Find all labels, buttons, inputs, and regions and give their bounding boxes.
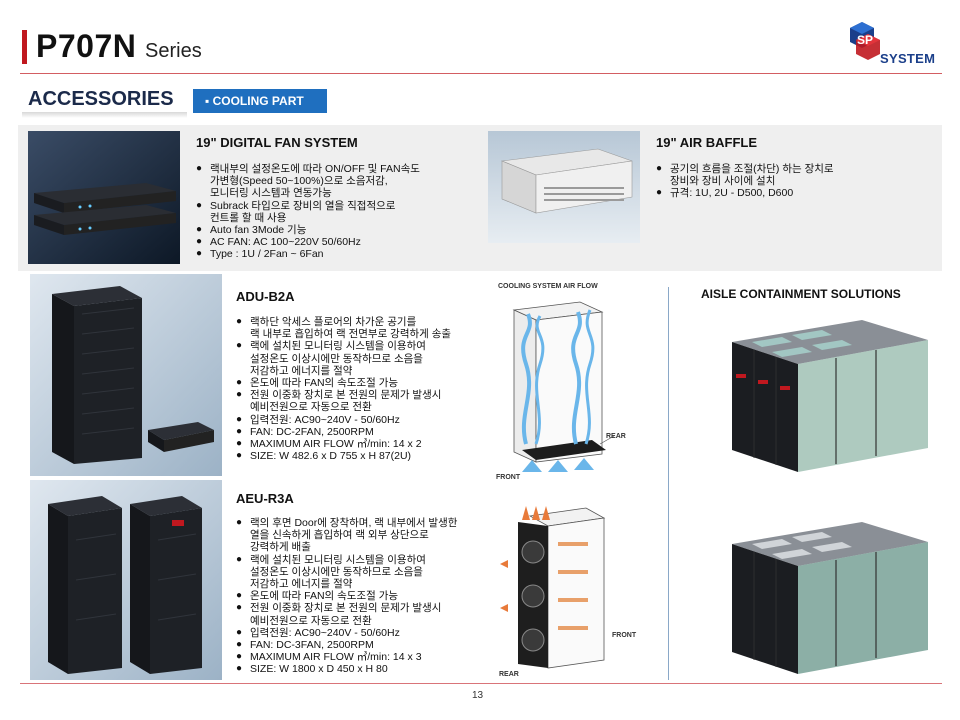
adu-b2a-bullets: 랙하단 악세스 플로어의 차가운 공기를 랙 내부로 흡입하여 랙 전면부로 강… bbox=[236, 316, 498, 463]
aeu-rear-label: REAR bbox=[499, 671, 519, 678]
page-title: P707N bbox=[36, 28, 137, 64]
list-item: SIZE: W 1800 x D 450 x H 80 bbox=[236, 663, 498, 675]
adu-front-label: FRONT bbox=[496, 474, 521, 481]
list-item: 온도에 따라 FAN의 속도조절 가능 bbox=[236, 590, 498, 602]
list-item: 예비전원으로 자동으로 전환 bbox=[250, 401, 372, 414]
page-subtitle: Series bbox=[145, 40, 202, 62]
list-item: 가변형(Speed 50~100%)으로 소음저감, bbox=[210, 175, 388, 188]
list-item: 강력하게 배출 bbox=[250, 541, 311, 554]
list-item: Auto fan 3Mode 기능 bbox=[196, 224, 486, 236]
list-item: 모니터링 시스템과 연동가능 bbox=[210, 187, 332, 200]
list-item: 입력전원: AC90~240V - 50/60Hz bbox=[236, 627, 498, 639]
list-item: AC FAN: AC 100~220V 50/60Hz bbox=[196, 236, 486, 248]
list-item: MAXIMUM AIR FLOW ㎥/min: 14 x 3 bbox=[236, 651, 498, 663]
fan-system-title: 19" DIGITAL FAN SYSTEM bbox=[196, 135, 358, 150]
aeu-airflow-diagram bbox=[500, 506, 606, 669]
adu-airflow-diagram bbox=[512, 301, 615, 472]
list-item: 저감하고 에너지를 절약 bbox=[250, 578, 353, 591]
list-item: Subrack 타입으로 장비의 열을 직접적으로 bbox=[196, 200, 486, 212]
airflow-diagram-title: COOLING SYSTEM AIR FLOW bbox=[498, 283, 598, 290]
list-item: SIZE: W 482.6 x D 755 x H 87(2U) bbox=[236, 450, 498, 462]
company-logo: SP bbox=[850, 22, 880, 60]
list-item: 전원 이중화 장치로 본 전원의 문제가 발생시 bbox=[236, 389, 498, 401]
digital-fan-system-image bbox=[28, 131, 180, 264]
list-item: 랙내부의 설정온도에 따라 ON/OFF 및 FAN속도 bbox=[196, 163, 486, 175]
adu-b2a-title: ADU-B2A bbox=[236, 289, 295, 304]
list-item: 랙하단 악세스 플로어의 차가운 공기를 bbox=[236, 316, 498, 328]
column-divider bbox=[668, 287, 669, 680]
list-item: 온도에 따라 FAN의 속도조절 가능 bbox=[236, 377, 498, 389]
list-item: Type : 1U / 2Fan ~ 6Fan bbox=[196, 248, 486, 260]
list-item: 설정온도 이상시에만 동작하므로 소음을 bbox=[250, 352, 423, 365]
aeu-r3a-image bbox=[30, 480, 222, 680]
list-item: 열을 신속하게 흡입하여 랙 외부 상단으로 bbox=[250, 529, 429, 542]
list-item: 랙 내부로 흡입하여 랙 전면부로 강력하게 송출 bbox=[250, 328, 452, 341]
list-item: 랙의 후면 Door에 장착하며, 랙 내부에서 발생한 bbox=[236, 517, 498, 529]
air-baffle-image bbox=[488, 131, 640, 243]
list-item: 공기의 흐름을 조절(차단) 하는 장치로 bbox=[656, 163, 926, 175]
section-title-shadow bbox=[22, 112, 187, 118]
adu-b2a-image bbox=[30, 274, 222, 476]
list-item: FAN: DC-2FAN, 2500RPM bbox=[236, 426, 498, 438]
list-item: 저감하고 에너지를 절약 bbox=[250, 364, 353, 377]
list-item: 컨트롤 할 때 사용 bbox=[210, 211, 287, 224]
category-tag: ▪ COOLING PART bbox=[193, 89, 327, 113]
list-item: 전원 이중화 장치로 본 전원의 문제가 발생시 bbox=[236, 602, 498, 614]
fan-system-bullets: 랙내부의 설정온도에 따라 ON/OFF 및 FAN속도 가변형(Speed 5… bbox=[196, 163, 486, 261]
list-item: FAN: DC-3FAN, 2500RPM bbox=[236, 639, 498, 651]
page-number: 13 bbox=[472, 690, 484, 701]
list-item: 입력전원: AC90~240V - 50/60Hz bbox=[236, 414, 498, 426]
aisle-containment-image-bottom bbox=[732, 522, 928, 674]
list-item: 랙에 설치된 모니터링 시스템을 이용하여 bbox=[236, 340, 498, 352]
list-item: 예비전원으로 자동으로 전환 bbox=[250, 614, 372, 627]
section-title: ACCESSORIES bbox=[28, 88, 174, 110]
air-baffle-title: 19" AIR BAFFLE bbox=[656, 135, 758, 150]
list-item: 규격: 1U, 2U - D500, D600 bbox=[656, 187, 926, 199]
aisle-containment-title: AISLE CONTAINMENT SOLUTIONS bbox=[701, 287, 901, 301]
header-divider bbox=[20, 73, 942, 74]
list-item: 설정온도 이상시에만 동작하므로 소음을 bbox=[250, 565, 423, 578]
title-accent-bar bbox=[22, 30, 27, 64]
aeu-front-label: FRONT bbox=[612, 632, 637, 639]
list-item: 랙에 설치된 모니터링 시스템을 이용하여 bbox=[236, 554, 498, 566]
air-baffle-bullets: 공기의 흐름을 조절(차단) 하는 장치로 장비와 장비 사이에 설치 규격: … bbox=[656, 163, 926, 200]
aeu-r3a-title: AEU-R3A bbox=[236, 491, 294, 506]
aisle-containment-image-top bbox=[732, 320, 928, 472]
aeu-r3a-bullets: 랙의 후면 Door에 장착하며, 랙 내부에서 발생한 열을 신속하게 흡입하… bbox=[236, 517, 498, 676]
logo-text: SYSTEM bbox=[880, 51, 936, 66]
footer-divider bbox=[20, 683, 942, 684]
list-item: MAXIMUM AIR FLOW ㎥/min: 14 x 2 bbox=[236, 438, 498, 450]
logo-mark: SP bbox=[857, 33, 873, 47]
adu-rear-label: REAR bbox=[606, 433, 626, 440]
list-item: 장비와 장비 사이에 설치 bbox=[670, 175, 776, 188]
